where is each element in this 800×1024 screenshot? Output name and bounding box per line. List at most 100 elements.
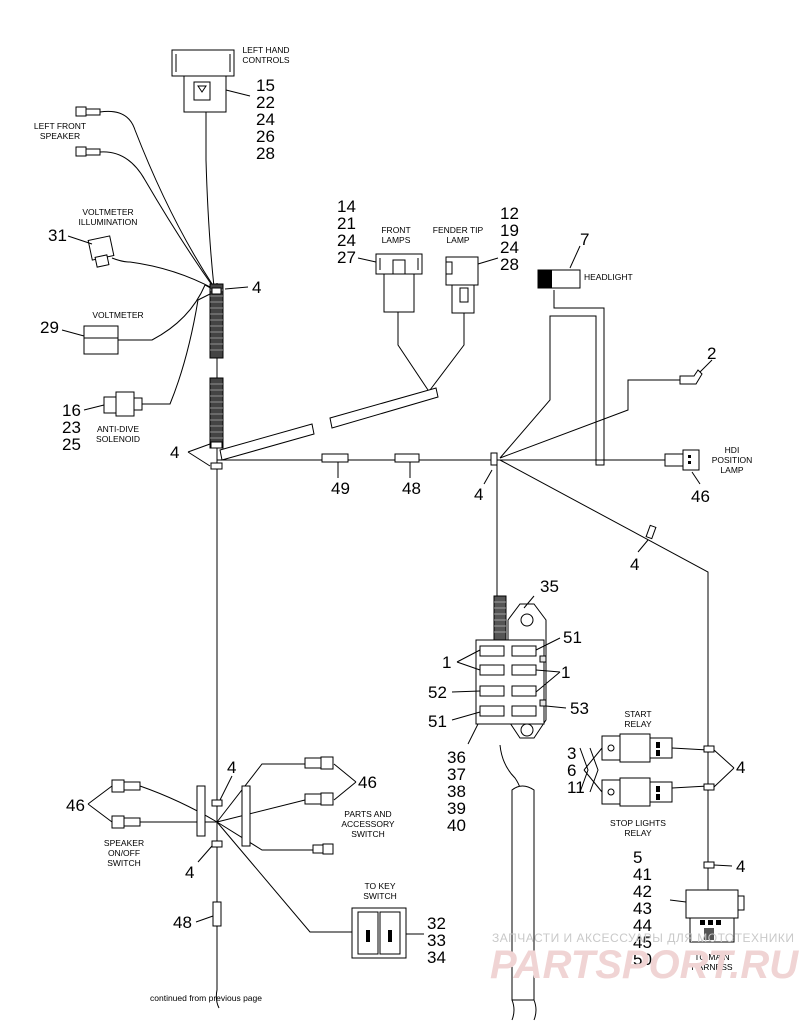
hdi-position-lamp-connector xyxy=(664,449,700,471)
voltmeter-illum-wire xyxy=(111,257,215,290)
key-switch-label-1: TO KEY xyxy=(364,881,395,891)
start-relay-label-1: START xyxy=(624,709,651,719)
callout-main-harness-5: 44 xyxy=(633,916,652,935)
callout-lhc-2: 22 xyxy=(256,93,275,112)
key-switch-connector xyxy=(351,907,407,959)
front-lamps-connector xyxy=(375,253,423,313)
callout-fender-tip-2: 19 xyxy=(500,221,519,240)
start-relay xyxy=(601,733,673,763)
left-front-speaker-label-2: SPEAKER xyxy=(40,131,80,141)
main-harness-connector xyxy=(685,889,745,943)
speaker-switch-label-3: SWITCH xyxy=(107,858,141,868)
main-harness-label-1: TO MAIN xyxy=(694,952,729,962)
lhc-wire xyxy=(205,110,215,288)
lower-harness-tube xyxy=(511,785,537,1021)
fuse-block xyxy=(475,595,547,739)
stop-lights-relay xyxy=(601,777,673,807)
voltmeter-illumination-label-1: VOLTMETER xyxy=(82,207,133,217)
anti-dive-label-2: SOLENOID xyxy=(96,434,140,444)
left-hand-controls-label-2: CONTROLS xyxy=(242,55,290,65)
callout-hdi-lead: 2 xyxy=(707,344,716,363)
clip-relay-1 xyxy=(703,745,715,753)
watermark-line-1: ЗАПЧАСТИ И АКСЕССУАРЫ ДЛЯ МОТОТЕХНИКИ xyxy=(492,931,794,945)
callout-clip-branch: 4 xyxy=(474,485,483,504)
parts-wire-1 xyxy=(216,763,305,823)
callout-clip-diagonal: 4 xyxy=(630,555,639,574)
clip-relay-2 xyxy=(703,783,715,791)
voltmeter-wire xyxy=(118,284,215,341)
key-switch-label-2: SWITCH xyxy=(363,891,397,901)
callout-fuse-top: 35 xyxy=(540,577,559,596)
key-switch-wire xyxy=(216,821,352,933)
left-hand-controls-label-1: LEFT HAND xyxy=(242,45,289,55)
headlight-connector xyxy=(537,269,581,289)
callout-hdi-lamp: 46 xyxy=(691,487,710,506)
clip-lower-1 xyxy=(211,799,223,807)
callout-main-harness-4: 43 xyxy=(633,899,652,918)
watermark-line-2: PARTSPORT.RU xyxy=(490,943,799,987)
callout-lhc-4: 26 xyxy=(256,127,275,146)
clip-lower-2 xyxy=(211,840,223,848)
callout-main-harness-6: 45 xyxy=(633,933,652,952)
callout-fender-tip-3: 24 xyxy=(500,238,519,257)
fender-tip-label-1: FENDER TIP xyxy=(433,225,484,235)
connector-48-branch xyxy=(394,453,420,463)
callout-49: 49 xyxy=(331,479,350,498)
connector-49 xyxy=(321,453,349,463)
fender-tip-lamp-connector xyxy=(445,256,479,314)
callout-parts-terminals: 46 xyxy=(358,773,377,792)
stop-lights-label-1: STOP LIGHTS xyxy=(610,818,666,828)
callout-voltmeter-illumination: 31 xyxy=(48,226,67,245)
continued-text: continued from previous page xyxy=(150,993,262,1003)
relay-brace xyxy=(579,747,599,793)
speaker-switch-wire-1 xyxy=(139,785,218,823)
callout-lhc-5: 28 xyxy=(256,144,275,163)
fender-tip-label-2: LAMP xyxy=(446,235,469,245)
left-hand-controls-connector xyxy=(171,49,235,113)
front-lamps-label-1: FRONT xyxy=(381,225,410,235)
hdi-label-3: LAMP xyxy=(720,465,743,475)
callout-clip-lower-2: 4 xyxy=(185,863,194,882)
speaker-wire-1 xyxy=(99,110,215,288)
callout-fuse-stack-4: 39 xyxy=(447,799,466,818)
front-lamps-wire xyxy=(397,312,429,391)
anti-dive-solenoid-connector xyxy=(103,391,143,417)
callout-front-lamps-3: 24 xyxy=(337,231,356,250)
callout-relay-2: 6 xyxy=(567,761,576,780)
clip-upper xyxy=(211,287,222,295)
parts-switch-label-2: ACCESSORY xyxy=(341,819,395,829)
callout-fender-tip-1: 12 xyxy=(500,204,519,223)
voltmeter-illumination-label-2: ILLUMINATION xyxy=(79,217,138,227)
callout-fuse-stack-3: 38 xyxy=(447,782,466,801)
callout-fuse-stack-5: 40 xyxy=(447,816,466,835)
callout-fender-tip-4: 28 xyxy=(500,255,519,274)
callout-fuse-stack-2: 37 xyxy=(447,765,466,784)
main-trunk-wire xyxy=(215,283,220,1009)
clip-junction-2 xyxy=(210,462,223,470)
parts-wire-3 xyxy=(216,821,313,851)
callout-anti-dive-3: 25 xyxy=(62,435,81,454)
parts-switch-label-1: PARTS AND xyxy=(344,809,391,819)
callout-fuse-53: 53 xyxy=(570,699,589,718)
callout-main-harness-1: 5 xyxy=(633,848,642,867)
callout-fuse-1-left: 1 xyxy=(442,653,451,672)
callout-fuse-1-right: 1 xyxy=(561,663,570,682)
callout-anti-dive-2: 23 xyxy=(62,418,81,437)
clip-diagonal xyxy=(645,524,657,540)
callout-key-switch-1: 32 xyxy=(427,914,446,933)
callout-fuse-51-bottom: 51 xyxy=(428,712,447,731)
clip-junction-1 xyxy=(210,441,223,449)
hdi-label-1: HDI xyxy=(725,445,740,455)
callout-relay-3: 11 xyxy=(567,778,585,797)
callout-front-lamps-1: 14 xyxy=(337,197,356,216)
callout-clip-junction: 4 xyxy=(170,443,179,462)
speaker-switch-label-2: ON/OFF xyxy=(108,848,140,858)
callout-key-switch-3: 34 xyxy=(427,948,446,967)
callout-main-harness-2: 41 xyxy=(633,865,652,884)
parts-switch-label-3: SWITCH xyxy=(351,829,385,839)
speaker-switch-terminal-2 xyxy=(111,815,141,829)
speaker-terminal-bottom xyxy=(75,146,101,157)
callout-lhc-1: 15 xyxy=(256,76,275,95)
callout-clip-main-harness: 4 xyxy=(736,857,745,876)
